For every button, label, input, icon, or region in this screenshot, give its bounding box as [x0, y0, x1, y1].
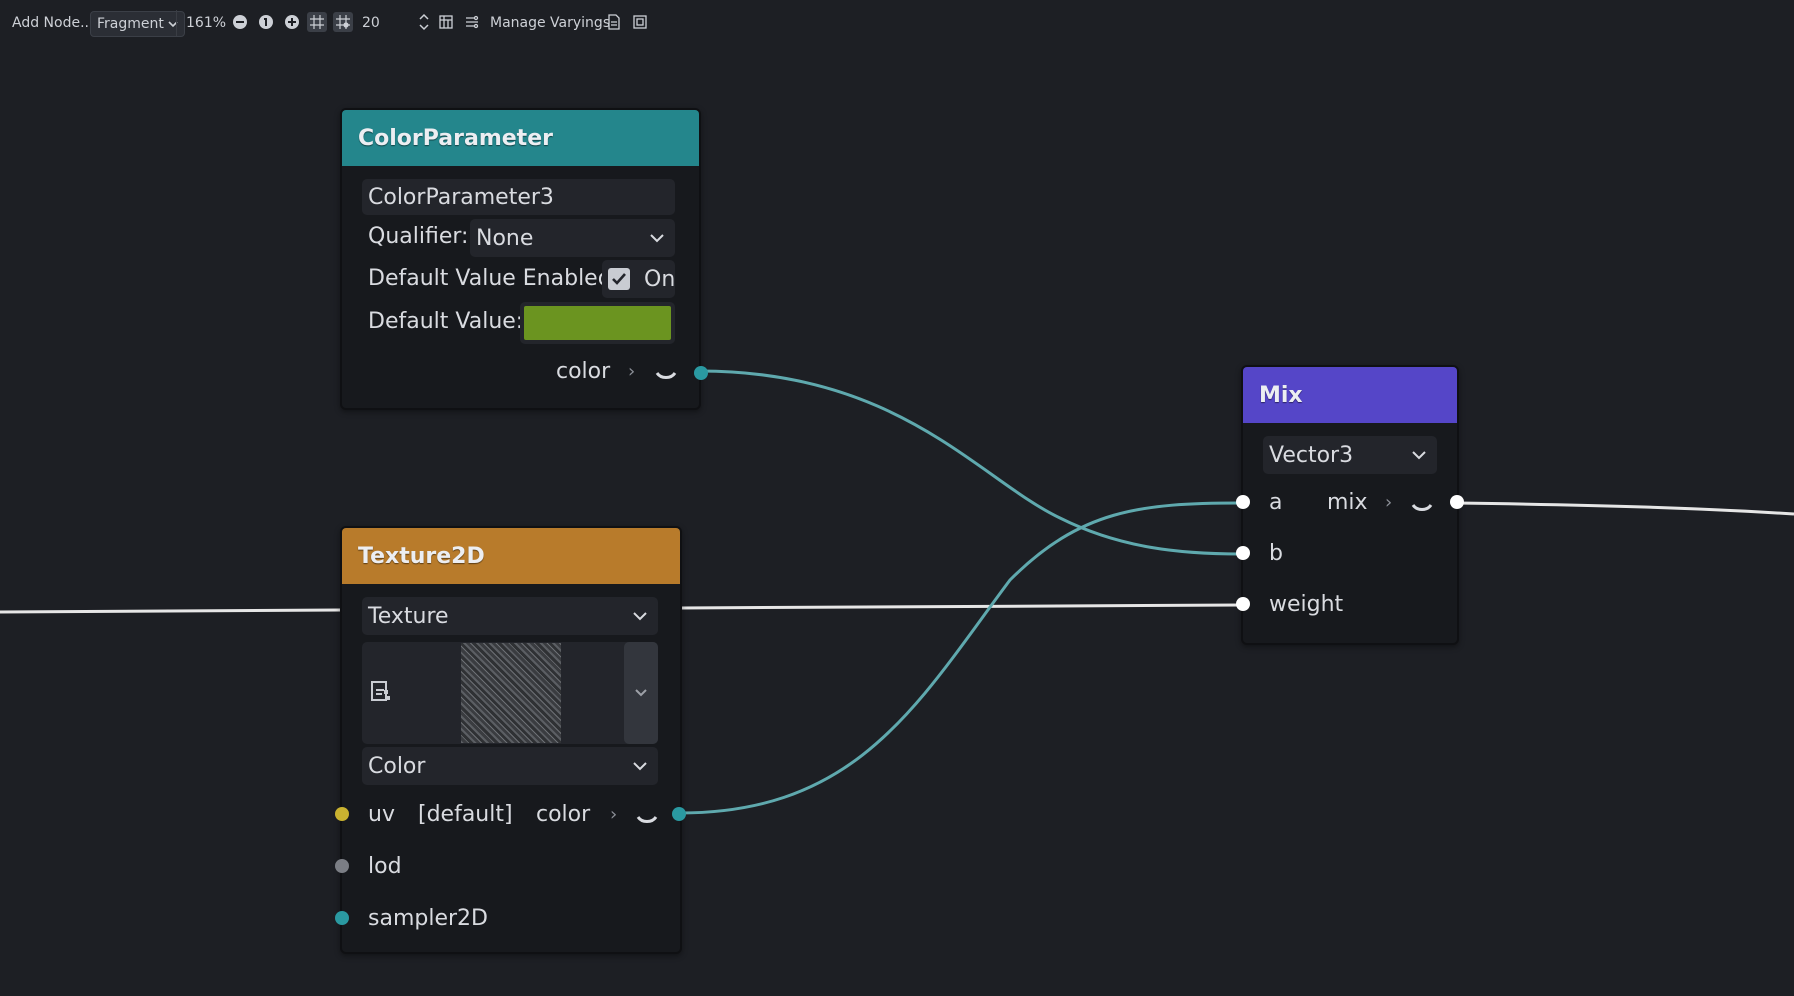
input-label-b: b: [1269, 541, 1283, 566]
node-title[interactable]: Mix: [1243, 367, 1457, 423]
input-port-sampler2d[interactable]: [335, 911, 349, 925]
texture-resource-picker[interactable]: [362, 642, 658, 744]
input-label-a: a: [1269, 490, 1283, 515]
texture-file-icon: [371, 681, 390, 701]
shader-mode-select[interactable]: Fragment: [90, 11, 185, 37]
chevron-right-icon[interactable]: ›: [1385, 492, 1393, 513]
input-label-sampler2d: sampler2D: [368, 906, 488, 931]
default-enabled-state: On: [644, 266, 676, 292]
snap-distance-field[interactable]: 20: [362, 12, 380, 34]
wire-mix-output: [1456, 501, 1794, 516]
output-port-mix[interactable]: [1450, 495, 1464, 509]
input-label-uv: uv: [368, 802, 395, 827]
color-parameter-node[interactable]: ColorParameter ColorParameter3 Qualifier…: [340, 108, 708, 410]
node-title[interactable]: ColorParameter: [342, 110, 699, 166]
chevron-down-icon: [650, 234, 664, 243]
parameter-name-value: ColorParameter3: [368, 184, 554, 210]
shader-mode-value: Fragment: [97, 16, 164, 32]
qualifier-label: Qualifier:: [368, 224, 469, 249]
chevron-down-icon: [633, 612, 647, 621]
node-title[interactable]: Texture2D: [342, 528, 680, 584]
show-code-icon[interactable]: [604, 12, 624, 32]
mix-node[interactable]: Mix Vector3 a mix › b weight: [1236, 365, 1464, 645]
wire-colorparam-to-mix-b: [699, 369, 1242, 556]
qualifier-value: None: [476, 225, 534, 251]
mix-type-select[interactable]: Vector3: [1263, 436, 1437, 474]
parameter-name-input[interactable]: ColorParameter3: [362, 179, 675, 215]
zoom-out-icon[interactable]: [230, 12, 250, 32]
texture-type-select[interactable]: Color: [362, 747, 658, 785]
input-default-uv: [default]: [418, 802, 513, 827]
zoom-in-icon[interactable]: [282, 12, 302, 32]
texture-type-value: Color: [368, 753, 426, 779]
texture-source-select[interactable]: Texture: [362, 597, 658, 635]
texture-thumbnail[interactable]: [461, 643, 561, 743]
custom-preview-icon[interactable]: [630, 12, 650, 32]
output-port-label: color: [536, 802, 591, 827]
chevron-down-icon: [633, 762, 647, 771]
input-port-lod[interactable]: [335, 859, 349, 873]
manage-varyings-button[interactable]: Manage Varyings: [490, 12, 610, 34]
input-label-weight: weight: [1269, 592, 1344, 617]
toolbar-divider: [176, 10, 177, 36]
wire-offscreen-to-texture: [0, 608, 341, 614]
default-enabled-checkbox[interactable]: On: [602, 260, 675, 298]
graph-toolbar: Add Node... Fragment 161% 20 Manage Vary…: [0, 0, 1794, 46]
input-label-lod: lod: [368, 854, 402, 879]
spin-arrows-icon[interactable]: [414, 12, 434, 32]
texture-options-button[interactable]: [624, 642, 658, 744]
wire-texture-to-mix-weight: [679, 603, 1242, 610]
preview-toggle-icon[interactable]: [636, 813, 658, 827]
input-port-uv[interactable]: [335, 807, 349, 821]
manage-varyings-label: Manage Varyings: [490, 15, 611, 31]
qualifier-select[interactable]: None: [470, 219, 675, 257]
preview-toggle-icon[interactable]: [1411, 501, 1433, 515]
color-swatch: [524, 306, 671, 340]
chevron-right-icon[interactable]: ›: [610, 804, 618, 825]
output-port-color[interactable]: [672, 807, 686, 821]
wire-texture-to-mix-a: [679, 501, 1242, 815]
preview-toggle-icon[interactable]: [655, 369, 677, 383]
mix-type-value: Vector3: [1269, 442, 1354, 468]
add-node-label: Add Node...: [12, 15, 94, 31]
input-port-b[interactable]: [1236, 546, 1250, 560]
chevron-down-icon: [1412, 451, 1426, 460]
output-port-color[interactable]: [694, 366, 708, 380]
checkbox-checked-icon: [608, 268, 630, 290]
snap-distance-value: 20: [362, 15, 380, 31]
texture-source-value: Texture: [368, 603, 449, 629]
zoom-one-icon[interactable]: [256, 12, 276, 32]
arrange-nodes-icon[interactable]: [462, 12, 482, 32]
output-port-label: mix: [1327, 490, 1368, 515]
texture2d-node[interactable]: Texture2D Texture Color uv [default] col…: [335, 526, 686, 954]
output-port-label: color: [556, 359, 611, 384]
chevron-right-icon[interactable]: ›: [628, 361, 636, 382]
zoom-level: 161%: [186, 15, 227, 31]
input-port-weight[interactable]: [1236, 597, 1250, 611]
chevron-down-icon: [635, 689, 647, 697]
grid-toggle-icon[interactable]: [307, 12, 327, 32]
default-enabled-label: Default Value Enabled:: [368, 266, 620, 291]
add-node-button[interactable]: Add Node...: [12, 12, 93, 34]
minimap-icon[interactable]: [436, 12, 456, 32]
chevron-down-icon: [168, 21, 178, 28]
input-port-a[interactable]: [1236, 495, 1250, 509]
snap-toggle-icon[interactable]: [333, 12, 353, 32]
zoom-reset-button[interactable]: 161%: [186, 12, 226, 34]
default-value-color-picker[interactable]: [520, 302, 675, 344]
default-value-label: Default Value:: [368, 309, 524, 334]
